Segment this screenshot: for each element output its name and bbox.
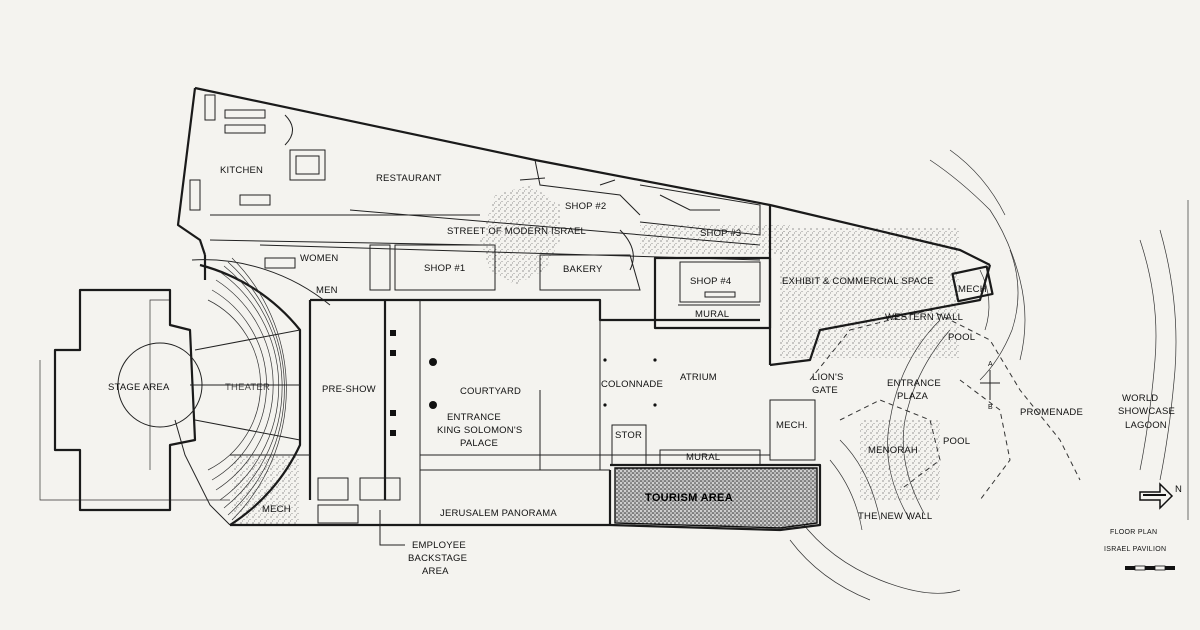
label-theater: THEATER — [225, 382, 270, 393]
label-restaurant: RESTAURANT — [376, 173, 442, 184]
label-colonnade: COLONNADE — [601, 379, 663, 390]
label-street: STREET OF MODERN ISRAEL — [447, 226, 586, 237]
title-block: FLOOR PLAN ISRAEL PAVILION — [1104, 529, 1166, 553]
section-mark-a: A — [988, 361, 993, 368]
label-entrance-plaza-1: ENTRANCE — [887, 378, 941, 389]
kitchen-equipment — [189, 94, 736, 298]
label-mural-bottom: MURAL — [686, 452, 720, 463]
label-women: WOMEN — [300, 253, 338, 264]
section-marker: A B — [980, 361, 1000, 411]
theater-seating — [190, 257, 331, 526]
label-stor: STOR — [615, 430, 642, 441]
label-men: MEN — [316, 285, 338, 296]
label-pool2: POOL — [943, 436, 970, 447]
label-shop2: SHOP #2 — [565, 201, 606, 212]
stipple-areas — [232, 185, 960, 525]
scale-bar — [1125, 565, 1175, 571]
label-courtyard: COURTYARD — [460, 386, 521, 397]
title-line-2: ISRAEL PAVILION — [1104, 546, 1166, 553]
label-lagoon-3: LAGOON — [1125, 420, 1167, 431]
label-shop1: SHOP #1 — [424, 263, 465, 274]
label-entrance-1: ENTRANCE — [447, 412, 501, 423]
label-mech-mid: MECH. — [776, 420, 808, 431]
courtyard-columns — [390, 330, 657, 436]
stage-area — [53, 288, 203, 512]
mech-ne-box — [951, 265, 994, 303]
label-western-wall: WESTERN WALL — [885, 312, 963, 323]
label-lions-gate-1: LION'S — [812, 372, 844, 383]
label-new-wall: THE NEW WALL — [858, 511, 932, 522]
label-atrium: ATRIUM — [680, 372, 717, 383]
room-labels: KITCHEN RESTAURANT STREET OF MODERN ISRA… — [108, 165, 1175, 577]
tourism-area-fill — [614, 467, 818, 529]
label-lions-gate-2: GATE — [812, 385, 838, 396]
north-label: N — [1175, 484, 1182, 495]
site-lines — [39, 149, 1189, 601]
label-shop4: SHOP #4 — [690, 276, 731, 287]
title-line-1: FLOOR PLAN — [1110, 529, 1157, 536]
label-shop3: SHOP #3 — [700, 228, 741, 239]
label-lagoon-2: SHOWCASE — [1118, 406, 1175, 417]
label-lagoon-1: WORLD — [1122, 393, 1158, 404]
label-promenade: PROMENADE — [1020, 407, 1083, 418]
label-entrance-2: KING SOLOMON'S — [437, 425, 522, 436]
label-mech-ne: MECH — [958, 284, 987, 295]
label-entrance-plaza-2: PLAZA — [897, 391, 929, 402]
label-employee-1: EMPLOYEE — [412, 540, 466, 551]
label-preshow: PRE-SHOW — [322, 384, 376, 395]
label-jerusalem: JERUSALEM PANORAMA — [440, 508, 557, 519]
section-mark-b: B — [988, 404, 993, 411]
building-walls — [174, 86, 992, 532]
label-pool1: POOL — [948, 332, 975, 343]
label-entrance-3: PALACE — [460, 438, 498, 449]
employee-leader-line — [379, 510, 405, 546]
label-tourism: TOURISM AREA — [645, 492, 733, 504]
label-stage: STAGE AREA — [108, 382, 170, 393]
label-bakery: BAKERY — [563, 264, 603, 275]
label-menorah: MENORAH — [868, 445, 918, 456]
north-arrow: N — [1139, 482, 1182, 510]
label-mech-sw: MECH — [262, 504, 291, 515]
label-exhibit: EXHIBIT & COMMERCIAL SPACE — [782, 276, 934, 287]
label-employee-2: BACKSTAGE — [408, 553, 467, 564]
label-employee-3: AREA — [422, 566, 449, 577]
label-kitchen: KITCHEN — [220, 165, 263, 176]
label-mural-top: MURAL — [695, 309, 729, 320]
